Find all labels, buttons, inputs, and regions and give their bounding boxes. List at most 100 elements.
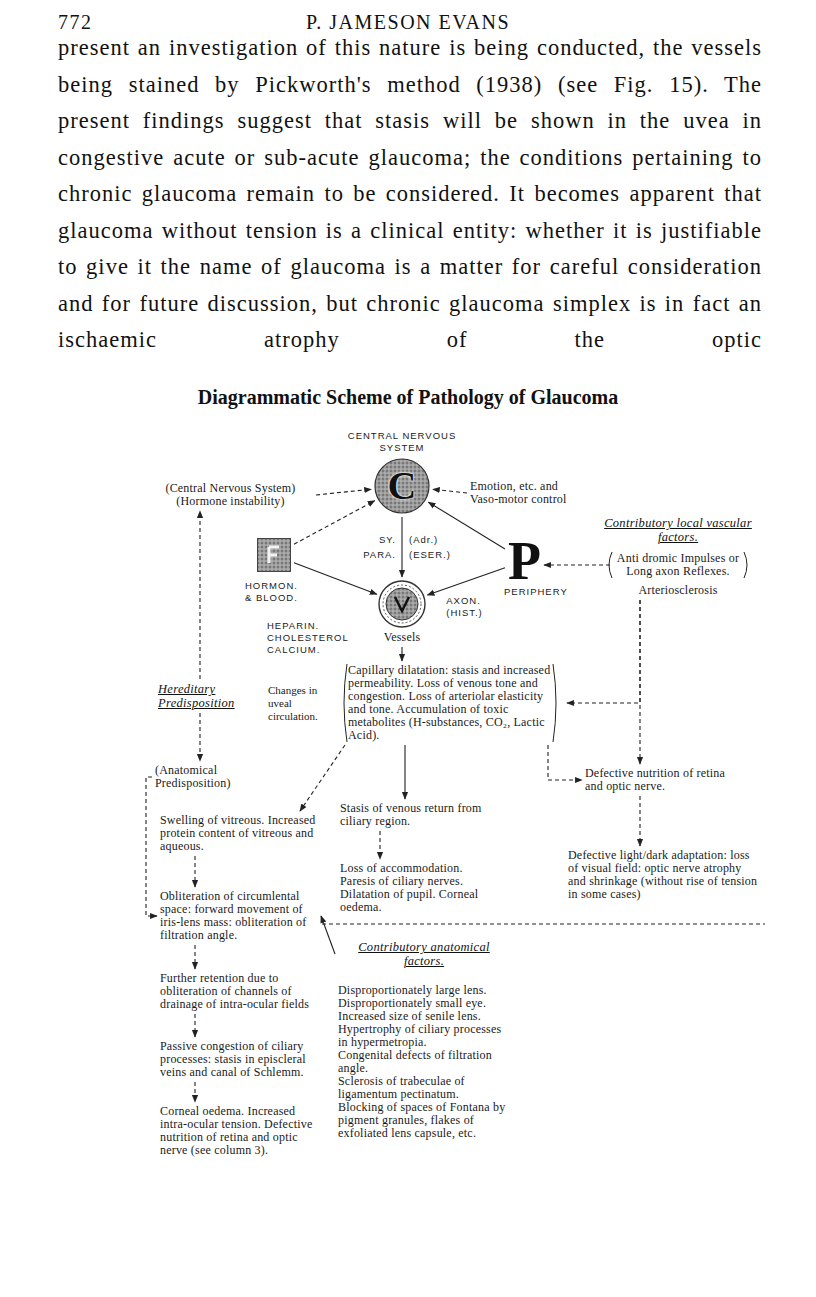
stippled-circle: C bbox=[374, 458, 430, 514]
connector-arrow bbox=[194, 1082, 195, 1102]
flow-step: Stasis of venous return from ciliary reg… bbox=[340, 802, 488, 828]
flow-step: Obliteration of circumlental space: forw… bbox=[160, 890, 318, 942]
decoration-layer bbox=[322, 552, 765, 924]
connector-arrow bbox=[639, 796, 640, 846]
heading-step: Hereditary Predisposition bbox=[158, 682, 258, 710]
flow-step: (Anatomical Predisposition) bbox=[155, 764, 270, 790]
stippled-square bbox=[257, 538, 291, 572]
factor-group: Contributory local vascular factors.Anti… bbox=[578, 516, 778, 597]
node-label: Defective nutrition of retina and optic … bbox=[585, 767, 735, 793]
node-label: Blocking of spaces of Fontana by pigment… bbox=[338, 1101, 510, 1140]
pathway-label: (Adr.) bbox=[409, 534, 459, 546]
node-label: (Anatomical Predisposition) bbox=[155, 764, 270, 790]
column-separator bbox=[322, 924, 765, 925]
vessels-circle: Vessels bbox=[372, 580, 432, 644]
connector-arrow bbox=[300, 745, 345, 811]
body-paragraph: present an investigation of this nature … bbox=[58, 30, 762, 359]
circle-shape bbox=[379, 581, 425, 627]
flow-step: Passive congestion of ciliary processes:… bbox=[160, 1040, 320, 1079]
stippled-circle bbox=[378, 580, 426, 628]
circle-core bbox=[386, 588, 418, 620]
connector-arrow bbox=[548, 745, 582, 780]
connector-arrow bbox=[316, 489, 371, 495]
flow-step: Corneal oedema. Increased intra-ocular t… bbox=[160, 1105, 320, 1157]
node-label: Loss of accommodation. Paresis of ciliar… bbox=[340, 862, 490, 914]
nervous-system-circle: CENTRAL NERVOUS SYSTEM C bbox=[338, 430, 466, 514]
shape-outline bbox=[378, 580, 426, 628]
connector-arrow bbox=[544, 564, 610, 565]
diagram-title: Diagrammatic Scheme of Pathology of Glau… bbox=[0, 385, 816, 409]
square-shape bbox=[258, 539, 291, 572]
node-label: Disproportionately large lens. bbox=[338, 984, 510, 997]
circle-shape bbox=[375, 459, 429, 513]
connector-arrow bbox=[433, 489, 467, 493]
flow-step: Loss of accommodation. Paresis of ciliar… bbox=[340, 862, 490, 914]
node-label: Stasis of venous return from ciliary reg… bbox=[340, 802, 488, 828]
heading-label: Hereditary Predisposition bbox=[158, 682, 258, 710]
connector-arrow bbox=[294, 563, 377, 595]
node-label: Further retention due to obliteration of… bbox=[160, 972, 320, 1011]
connector-arrow bbox=[379, 831, 380, 859]
edge-layer bbox=[146, 489, 640, 1102]
node-label: Increased size of senile lens. bbox=[338, 1010, 510, 1023]
shape-outline bbox=[257, 538, 291, 572]
node-label: Corneal oedema. Increased intra-ocular t… bbox=[160, 1105, 320, 1157]
running-head: P. JAMESON EVANS bbox=[0, 10, 816, 34]
flow-step: Defective nutrition of retina and optic … bbox=[585, 767, 735, 793]
connector-arrow bbox=[194, 1014, 195, 1037]
heading-label: Contributory anatomical factors. bbox=[338, 940, 510, 968]
node-label: Vessels bbox=[372, 631, 432, 644]
node-label: Obliteration of circumlental space: forw… bbox=[160, 890, 318, 942]
connector-arrow bbox=[294, 501, 375, 545]
vessel-mark bbox=[395, 597, 409, 611]
pathway-label: PARA. bbox=[356, 549, 396, 561]
node-label: Congenital defects of filtration angle. bbox=[338, 1049, 510, 1075]
connector-arrow bbox=[427, 568, 505, 595]
caps-label: HEPARIN. CHOLESTEROL CALCIUM. bbox=[267, 620, 353, 656]
pathway-label: SY. bbox=[366, 534, 396, 546]
node-label: Changes in uveal circulation. bbox=[268, 684, 334, 723]
caps-label: PERIPHERY bbox=[504, 586, 580, 598]
edge-label: AXON. (HIST.) bbox=[446, 595, 502, 619]
node-label: Anti dromic Impulses or Long axon Reflex… bbox=[613, 552, 743, 578]
square-mark bbox=[269, 547, 279, 563]
node-label: Hypertrophy of ciliary processes in hype… bbox=[338, 1023, 510, 1049]
connector-arrow bbox=[199, 511, 200, 679]
node-label: Emotion, etc. and Vaso-motor control bbox=[470, 480, 582, 506]
hormone-square: HORMON. & BLOOD.HEPARIN. CHOLESTEROL CAL… bbox=[243, 538, 343, 656]
node-label: Swelling of vitreous. Increased protein … bbox=[160, 814, 320, 853]
node-label: Arteriosclerosis bbox=[578, 584, 778, 597]
flow-step: Further retention due to obliteration of… bbox=[160, 972, 320, 1011]
connector-arrow bbox=[567, 600, 640, 703]
factor-list: Contributory anatomical factors. Dispropo… bbox=[338, 940, 510, 1140]
circle-ring bbox=[383, 585, 421, 623]
connector-arrow bbox=[428, 502, 505, 549]
node-label: (Central Nervous System) (Hormone instab… bbox=[148, 482, 313, 508]
note-text: Emotion, etc. and Vaso-motor control bbox=[470, 480, 582, 506]
connector-arrow bbox=[639, 600, 640, 764]
pathway-label: (ESER.) bbox=[409, 549, 465, 561]
caps-label: HORMON. & BLOOD. bbox=[245, 580, 307, 604]
node-label: Defective light/dark adaptation: loss of… bbox=[568, 849, 758, 901]
bracket bbox=[744, 552, 747, 578]
connector-arrow bbox=[321, 916, 335, 954]
bracket bbox=[344, 664, 347, 742]
node-label: Disproportionately small eye. bbox=[338, 997, 510, 1010]
connector-arrow bbox=[146, 777, 157, 916]
connector-arrow bbox=[404, 745, 405, 799]
connector-arrow bbox=[401, 647, 402, 661]
connector-arrow bbox=[401, 517, 402, 577]
uveal-changes: Changes in uveal circulation.Capillary d… bbox=[268, 664, 564, 742]
connector-arrow bbox=[199, 713, 200, 761]
connector-arrow bbox=[194, 945, 195, 969]
connector-arrow bbox=[194, 856, 195, 887]
node-label: Passive congestion of ciliary processes:… bbox=[160, 1040, 320, 1079]
node-label: C bbox=[388, 466, 417, 506]
note-text: (Central Nervous System) (Hormone instab… bbox=[148, 482, 313, 508]
flow-step: Defective light/dark adaptation: loss of… bbox=[568, 849, 758, 901]
page-number: 772 bbox=[58, 10, 138, 34]
node-label: Sclerosis of trabeculae of ligamentum pe… bbox=[338, 1075, 510, 1101]
caps-label: CENTRAL NERVOUS SYSTEM bbox=[338, 430, 466, 454]
